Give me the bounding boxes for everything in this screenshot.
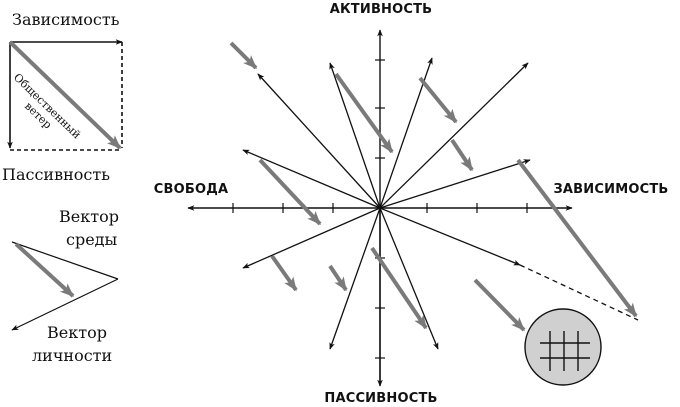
wind-arrow-7 (270, 254, 298, 292)
dashed-extension (519, 264, 639, 321)
social-wind-arrow (8, 40, 122, 150)
legend-square: Зависимость Общественный ветер Пассивнос… (2, 10, 123, 184)
vector-left-down (242, 207, 381, 269)
legend-bottom-label: Пассивность (2, 165, 110, 184)
vector-up-right-2 (379, 62, 529, 209)
wind-arrow-2 (334, 72, 394, 154)
wind-arrow-10 (473, 278, 526, 332)
env-vector-label-1: Вектор (59, 207, 119, 226)
resultant-vector-arrow (14, 242, 75, 298)
legend-diag-label-1: Общественный (11, 71, 83, 142)
vector-down-left (329, 207, 381, 350)
lattice-circle-shape (524, 308, 602, 386)
grid-icon (540, 331, 590, 371)
vector-up-left-2 (329, 62, 381, 209)
wind-arrow-3 (418, 76, 458, 124)
axis-label-activity: АКТИВНОСТЬ (330, 2, 433, 17)
wind-arrow-4 (450, 138, 474, 172)
wind-arrow-1 (229, 41, 258, 70)
vector-left-up (242, 149, 381, 209)
vector-right-down (379, 207, 521, 266)
vector-down-right (379, 207, 439, 350)
legend-top-label: Зависимость (12, 10, 120, 29)
axis-label-freedom: СВОБОДА (154, 182, 229, 197)
personality-vector-label-1: Вектор (47, 323, 107, 342)
wind-arrow-6 (516, 158, 638, 318)
personality-vector-arrow (11, 278, 119, 331)
wind-arrow-5 (258, 158, 322, 226)
wind-arrow-8 (328, 264, 348, 292)
wind-arrow-9 (370, 246, 428, 330)
personality-vector-label-2: личности (32, 346, 112, 365)
radial-vectors (242, 57, 639, 350)
lattice-circle (524, 308, 602, 386)
axis-label-passivity: ПАССИВНОСТЬ (324, 391, 437, 406)
vector-up-left-1 (257, 73, 381, 209)
wind-arrows (229, 41, 638, 332)
env-vector-line (11, 241, 119, 280)
axis-label-dependence: ЗАВИСИМОСТЬ (553, 182, 668, 197)
legend-vectors: Вектор среды Вектор личности (11, 207, 119, 365)
env-vector-label-2: среды (66, 230, 118, 249)
vector-right-up (379, 159, 531, 209)
